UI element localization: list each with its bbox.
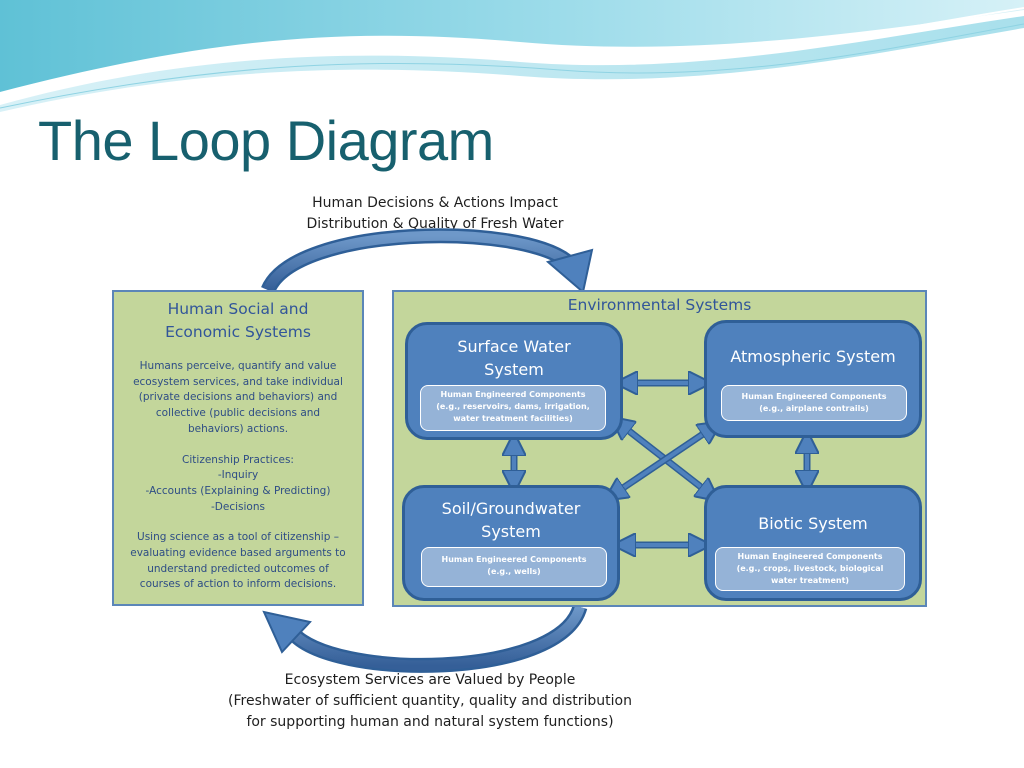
component-line: (e.g., wells) [487, 567, 541, 576]
human-text-line: -Decisions [211, 500, 265, 513]
human-title-line: Economic Systems [165, 323, 311, 341]
bottom-caption-line: Ecosystem Services are Valued by People [284, 672, 576, 688]
component-line: Human Engineered Components [741, 392, 887, 401]
human-text-line: evaluating evidence based arguments to [130, 547, 346, 560]
bottom-caption-line: (Freshwater of sufficient quantity, qual… [228, 693, 632, 709]
component-line: (e.g., reservoirs, dams, irrigation, [436, 402, 590, 411]
component-line: Human Engineered Components [737, 552, 883, 561]
top-caption-line: Human Decisions & Actions Impact [312, 195, 558, 211]
human-text-line: -Accounts (Explaining & Predicting) [145, 484, 331, 497]
atmospheric-title: Atmospheric System [707, 345, 919, 368]
human-text-line: Using science as a tool of citizenship – [137, 531, 339, 544]
human-text-line: behaviors) actions. [187, 422, 289, 435]
bottom-caption-line: for supporting human and natural system … [246, 714, 614, 730]
double-arrow-soil-atmospheric [614, 428, 712, 494]
surface-water-components: Human Engineered Components (e.g., reser… [420, 385, 606, 431]
bottom-curved-arrow [262, 604, 588, 673]
component-line: Human Engineered Components [441, 555, 587, 564]
system-title-line: Surface Water [457, 337, 571, 356]
biotic-title: Biotic System [707, 512, 919, 535]
human-text-line: (private decisions and behaviors) and [138, 391, 338, 404]
system-connector-arrows [394, 292, 925, 605]
atmospheric-components: Human Engineered Components (e.g., airpl… [721, 385, 907, 421]
environmental-systems-panel: Environmental Systems [392, 290, 927, 607]
soil-groundwater-components: Human Engineered Components (e.g., wells… [421, 547, 607, 587]
environmental-systems-title: Environmental Systems [567, 296, 752, 314]
human-title-line: Human Social and [167, 300, 309, 318]
top-caption-line: Distribution & Quality of Fresh Water [306, 216, 564, 232]
system-title-line: System [484, 360, 544, 379]
system-title-line: System [481, 522, 541, 541]
human-text-line: Citizenship Practices: [182, 453, 294, 466]
system-title-line: Atmospheric System [730, 347, 896, 366]
soil-groundwater-system: Soil/Groundwater System Human Engineered… [402, 485, 620, 601]
top-curved-arrow [261, 228, 594, 294]
component-line: (e.g., crops, livestock, biological [736, 564, 884, 573]
human-text-line: -Inquiry [217, 469, 259, 482]
bottom-caption: Ecosystem Services are Valued by People … [190, 670, 670, 733]
slide-title: The Loop Diagram [38, 109, 494, 172]
human-text-line: ecosystem services, and take individual [133, 375, 343, 388]
biotic-components: Human Engineered Components (e.g., crops… [715, 547, 905, 591]
atmospheric-system: Atmospheric System Human Engineered Comp… [704, 320, 922, 438]
top-caption: Human Decisions & Actions Impact Distrib… [250, 193, 620, 235]
wave-banner [0, 0, 1024, 112]
human-text-line: understand predicted outcomes of [147, 562, 329, 575]
human-text-line: courses of action to inform decisions. [139, 578, 337, 591]
human-text-line: Humans perceive, quantify and value [139, 360, 337, 372]
surface-water-system: Surface Water System Human Engineered Co… [405, 322, 623, 440]
surface-water-title: Surface Water System [408, 335, 620, 381]
soil-groundwater-title: Soil/Groundwater System [405, 497, 617, 543]
human-systems-title: Human Social and Economic Systems [114, 298, 362, 344]
component-line: water treatment) [770, 576, 850, 585]
component-line: Human Engineered Components [440, 390, 586, 399]
human-text-line: collective (public decisions and [155, 407, 321, 420]
biotic-system: Biotic System Human Engineered Component… [704, 485, 922, 601]
component-line: (e.g., airplane contrails) [759, 404, 869, 413]
human-systems-body: Humans perceive, quantify and value ecos… [122, 359, 354, 593]
system-title-line: Soil/Groundwater [441, 499, 581, 518]
human-systems-panel: Human Social and Economic Systems Humans… [112, 290, 364, 606]
system-title-line: Biotic System [758, 514, 868, 533]
component-line: water treatment facilities) [453, 414, 573, 423]
